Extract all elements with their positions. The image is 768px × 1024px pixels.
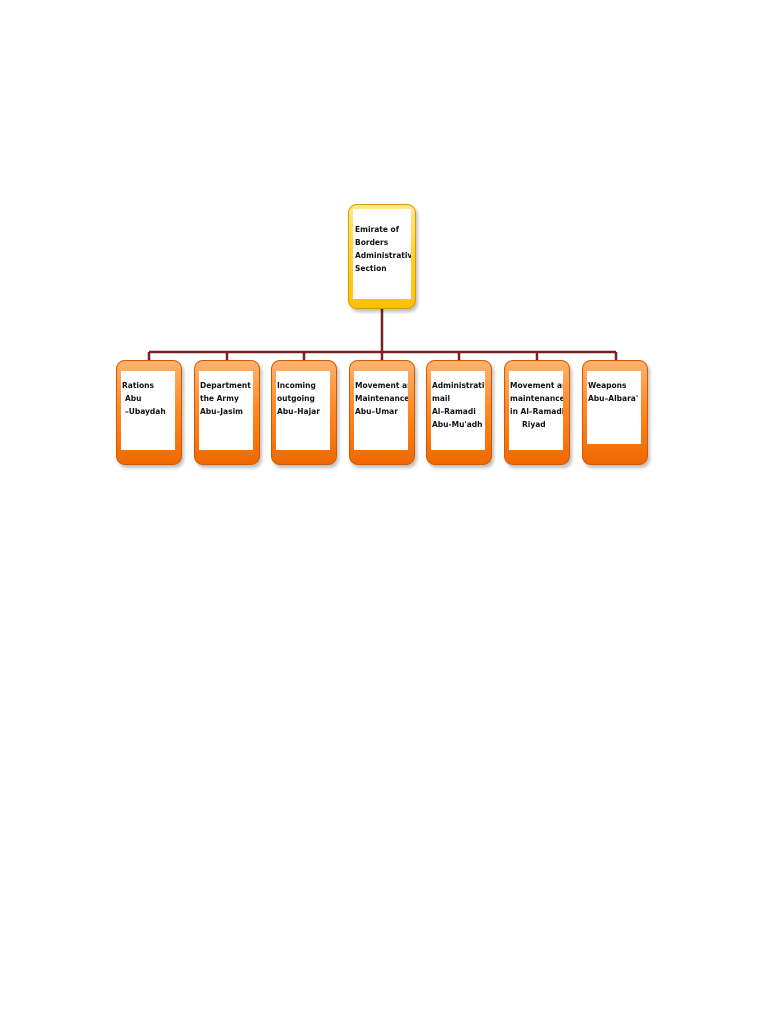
child-node-rations: Rations Abu –Ubaydah: [116, 360, 182, 465]
child-line: Department of: [200, 381, 253, 390]
child-line: Abu: [125, 394, 142, 403]
child-line: Abu–Hajar: [277, 407, 320, 416]
child-node-panel: Incoming outgoing Abu–Hajar: [276, 371, 330, 450]
child-node-panel: Rations Abu –Ubaydah: [121, 371, 175, 450]
child-line: Movement and: [510, 381, 563, 390]
child-node-weapons: Weapons Abu–Albara': [582, 360, 648, 465]
child-node-movement-and-maintenance-al-ramadi: Movement and maintenance in Al–Ramadi Ri…: [504, 360, 570, 465]
child-node-panel: Movement and maintenance in Al–Ramadi Ri…: [509, 371, 563, 450]
child-node-administrative-mail: Administrative mail Al–Ramadi Abu-Mu'adh: [426, 360, 492, 465]
child-line: Abu–Albara': [588, 394, 639, 403]
child-node-panel: Administrative mail Al–Ramadi Abu-Mu'adh: [431, 371, 485, 450]
root-line-1: Emirate of: [355, 225, 399, 234]
child-node-movement-and-maintenance: Movement and Maintenance Abu–Umar: [349, 360, 415, 465]
child-line: mail: [432, 394, 451, 403]
child-line: Abu–Umar: [355, 407, 398, 416]
child-line: Movement and: [355, 381, 408, 390]
child-line: in Al–Ramadi: [510, 407, 563, 416]
child-line: Incoming: [277, 381, 316, 390]
root-line-3: Administrative: [355, 251, 411, 260]
child-node-panel: Department of the Army Abu–Jasim: [199, 371, 253, 450]
child-line: the Army: [200, 394, 239, 403]
child-line: –Ubaydah: [125, 407, 166, 416]
child-line: Maintenance: [355, 394, 408, 403]
child-line: Al–Ramadi: [432, 407, 476, 416]
child-line: Abu-Mu'adh: [432, 420, 483, 429]
child-line: Administrative: [432, 381, 485, 390]
child-line: outgoing: [277, 394, 315, 403]
child-node-department-of-the-army: Department of the Army Abu–Jasim: [194, 360, 260, 465]
child-line: maintenance: [510, 394, 563, 403]
child-node-incoming-outgoing: Incoming outgoing Abu–Hajar: [271, 360, 337, 465]
org-chart: Emirate of Borders Administrative Sectio…: [110, 195, 656, 470]
root-node-emirate-of-borders: Emirate of Borders Administrative Sectio…: [348, 204, 416, 309]
root-line-4: Section: [355, 264, 387, 273]
child-node-panel: Movement and Maintenance Abu–Umar: [354, 371, 408, 450]
child-line: Weapons: [588, 381, 627, 390]
child-line: Riyad: [522, 420, 546, 429]
connector-lines: [147, 309, 618, 361]
root-line-2: Borders: [355, 238, 389, 247]
root-node-panel: Emirate of Borders Administrative Sectio…: [353, 209, 411, 299]
child-node-panel: Weapons Abu–Albara': [587, 371, 641, 444]
child-line: Rations: [122, 381, 154, 390]
child-line: Abu–Jasim: [200, 407, 243, 416]
